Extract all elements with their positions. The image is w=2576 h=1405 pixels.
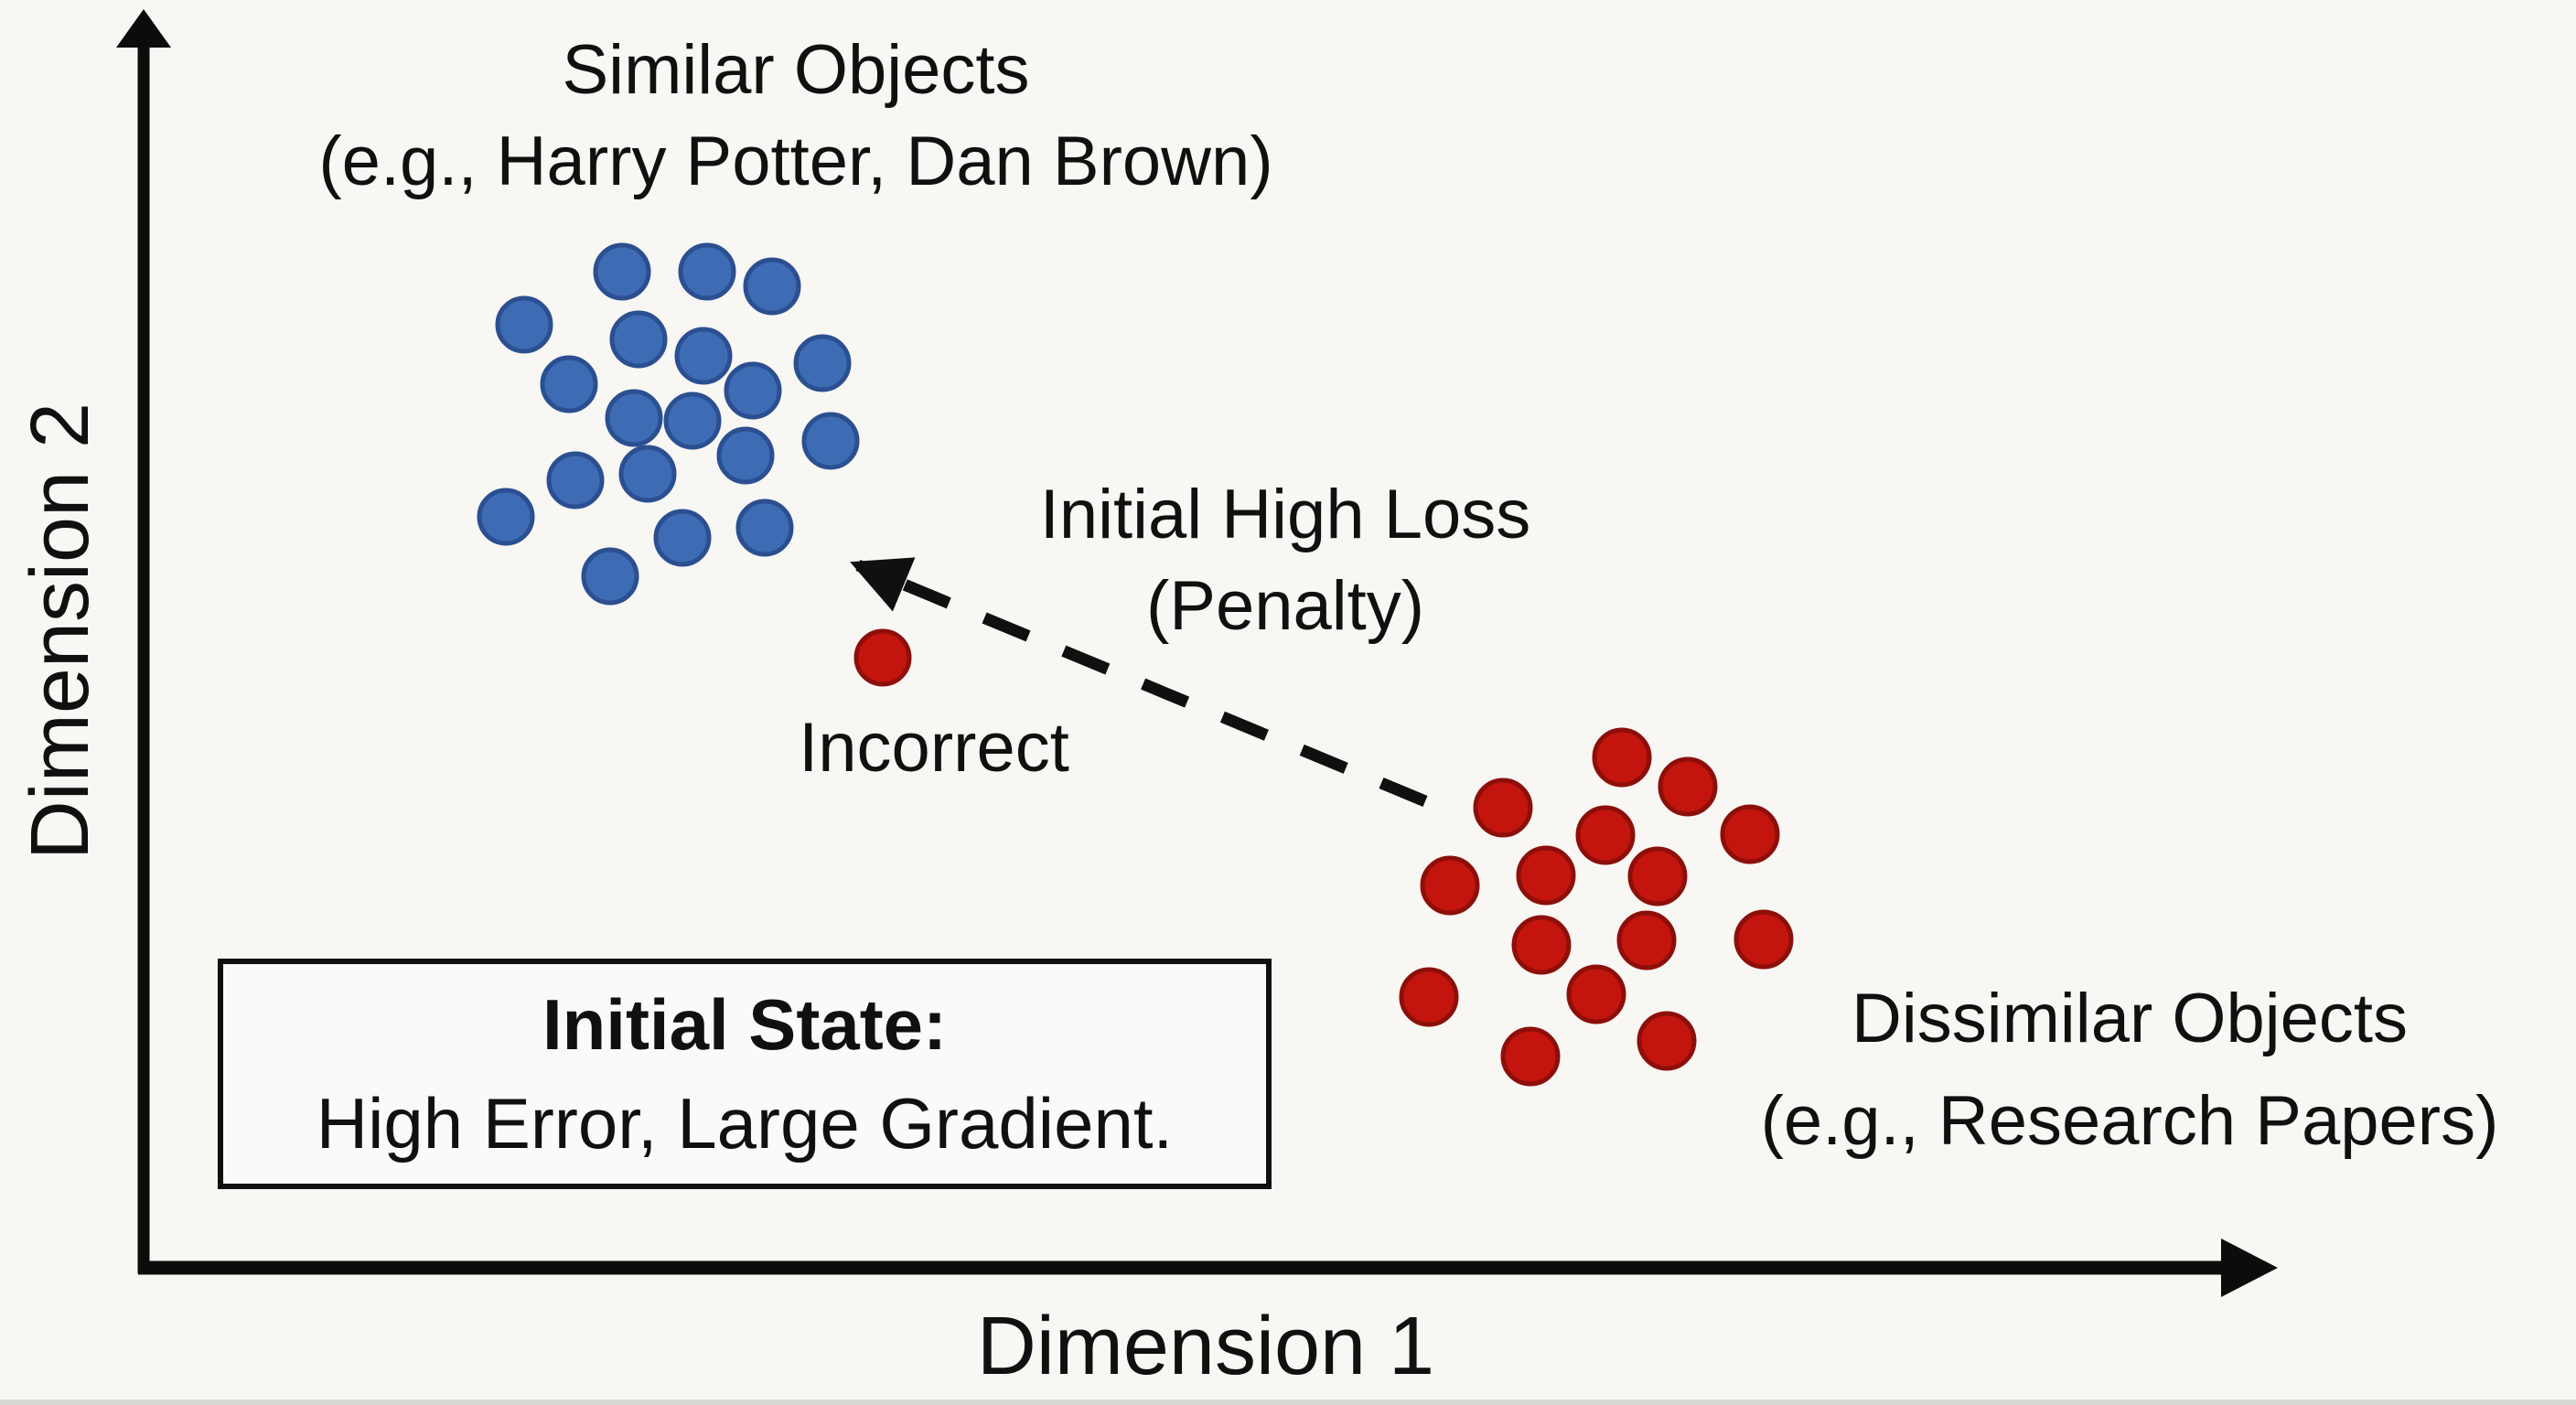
similar-dot — [540, 355, 598, 413]
incorrect-dot — [853, 628, 912, 687]
dissimilar-dot — [1658, 756, 1718, 817]
loss-arrow-label-line2: (Penalty) — [1145, 567, 1425, 645]
dissimilar-cluster-label: Dissimilar Objects (e.g., Research Paper… — [1761, 968, 2499, 1173]
dissimilar-dot — [1592, 727, 1652, 788]
dissimilar-dot — [1500, 1026, 1561, 1087]
dissimilar-dot — [1616, 910, 1677, 971]
dissimilar-cluster-label-line2: (e.g., Research Papers) — [1760, 1082, 2499, 1160]
similar-dot — [724, 361, 782, 420]
similar-dot — [678, 242, 736, 301]
dissimilar-dot — [1399, 967, 1459, 1027]
dissimilar-cluster-label-line1: Dissimilar Objects — [1851, 980, 2409, 1057]
dissimilar-dot — [1420, 855, 1480, 916]
similar-dot — [663, 391, 722, 450]
loss-arrow-label-line1: Initial High Loss — [1039, 476, 1531, 553]
initial-state-detail: High Error, Large Gradient. — [316, 1083, 1174, 1164]
y-axis-label: Dimension 2 — [15, 402, 106, 861]
dissimilar-dot — [1627, 846, 1688, 906]
dissimilar-cluster — [1399, 727, 1794, 1087]
similar-dot — [477, 488, 535, 546]
similar-dot — [743, 257, 801, 316]
y-axis-arrowhead-icon — [116, 9, 171, 48]
loss-arrow-label: Initial High Loss (Penalty) — [1040, 469, 1531, 652]
dissimilar-dot — [1511, 915, 1572, 975]
similar-dot — [653, 509, 712, 567]
similar-cluster-label: Similar Objects (e.g., Harry Potter, Dan… — [318, 25, 1272, 208]
similar-dot — [605, 389, 663, 447]
similar-dot — [618, 445, 677, 503]
x-axis-label: Dimension 1 — [976, 1301, 1435, 1392]
similar-dot — [546, 451, 605, 509]
similar-dot — [674, 327, 733, 385]
similar-cluster-label-line1: Similar Objects — [562, 31, 1030, 109]
initial-state-title: Initial State: — [542, 984, 948, 1065]
dissimilar-dot — [1720, 804, 1780, 864]
loss-arrow — [850, 557, 1428, 808]
dissimilar-dot — [1516, 845, 1576, 906]
x-axis-arrowhead-icon — [2221, 1239, 2278, 1297]
dissimilar-dot — [1575, 805, 1636, 865]
scan-edge-strip — [0, 1400, 2576, 1405]
similar-dot — [609, 310, 668, 369]
similar-dot — [495, 295, 553, 354]
similar-cluster — [477, 242, 860, 606]
dissimilar-dot — [1733, 909, 1794, 970]
similar-dot — [581, 547, 639, 606]
similar-dot — [716, 426, 775, 485]
similar-cluster-label-line2: (e.g., Harry Potter, Dan Brown) — [318, 123, 1273, 200]
incorrect-label: Incorrect — [799, 709, 1069, 787]
similar-dot — [735, 499, 794, 557]
similar-dot — [801, 412, 860, 470]
dissimilar-dot — [1473, 778, 1533, 838]
similar-dot — [593, 242, 651, 301]
dissimilar-dot — [1637, 1011, 1697, 1071]
dissimilar-dot — [1566, 964, 1626, 1024]
initial-state-box: Initial State: High Error, Large Gradien… — [218, 959, 1272, 1189]
similar-dot — [793, 334, 852, 392]
